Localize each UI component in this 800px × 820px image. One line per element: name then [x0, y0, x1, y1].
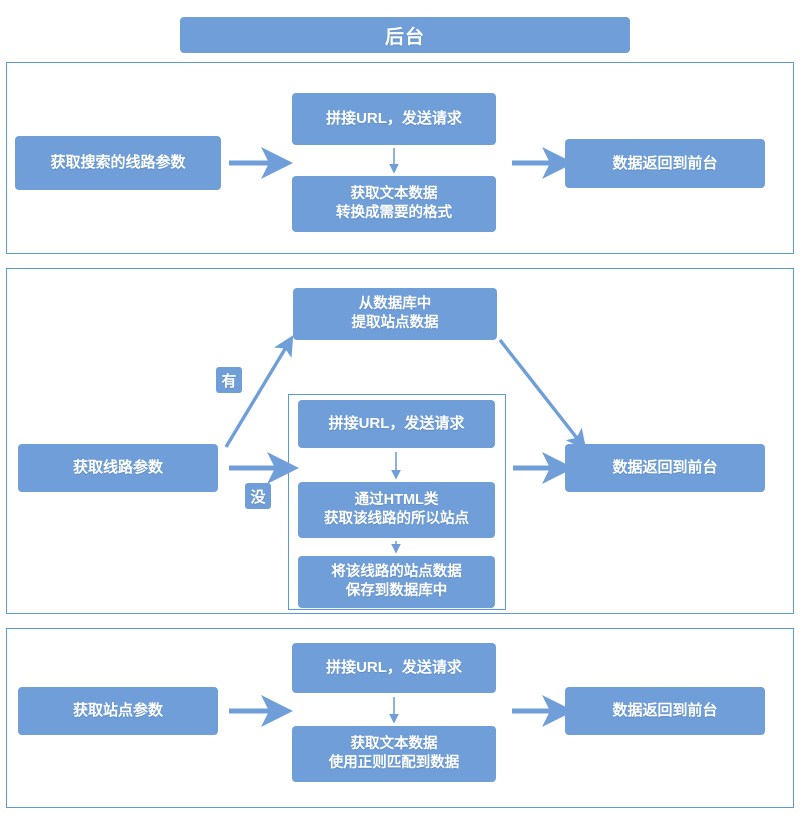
page-title: 后台 — [180, 17, 630, 53]
branch-label-has: 有 — [216, 367, 242, 393]
node-get-all-stations-via-html: 通过HTML类 获取该线路的所以站点 — [298, 482, 495, 538]
node-extract-stations-from-db: 从数据库中 提取站点数据 — [293, 288, 497, 340]
node-save-stations-to-db: 将该线路的站点数据 保存到数据库中 — [298, 556, 495, 608]
node-get-text-convert-format: 获取文本数据 转换成需要的格式 — [292, 176, 496, 232]
node-get-text-regex-match: 获取文本数据 使用正则匹配到数据 — [292, 726, 496, 782]
branch-label-none: 没 — [245, 483, 271, 509]
node-build-url-send-request-2: 拼接URL，发送请求 — [298, 400, 495, 448]
node-return-data-to-frontend-1: 数据返回到前台 — [565, 139, 765, 188]
node-build-url-send-request-1: 拼接URL，发送请求 — [292, 93, 496, 145]
node-build-url-send-request-3: 拼接URL，发送请求 — [292, 643, 496, 693]
node-return-data-to-frontend-3: 数据返回到前台 — [565, 687, 765, 735]
node-get-route-params: 获取线路参数 — [18, 444, 218, 492]
node-return-data-to-frontend-2: 数据返回到前台 — [565, 444, 765, 492]
node-get-station-params: 获取站点参数 — [18, 687, 218, 735]
node-get-search-route-params: 获取搜索的线路参数 — [15, 136, 221, 190]
